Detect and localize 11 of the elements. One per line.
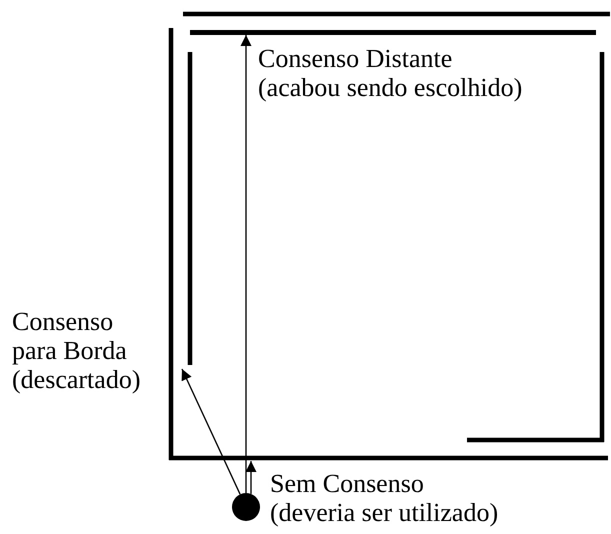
route-note: (deveria ser utilizado) [270,498,498,527]
wall-bar [190,30,596,35]
route-label: Consenso Distante [258,44,452,73]
arrow [246,461,256,494]
route-label: Sem Consenso [270,469,424,498]
route-label: Consenso para Borda [12,307,128,365]
route-note: (descartado) [12,365,140,394]
arrow [181,368,241,495]
arrow [240,35,252,493]
start-dot [232,493,260,521]
route-note: (acabou sendo escolhido) [258,73,522,102]
